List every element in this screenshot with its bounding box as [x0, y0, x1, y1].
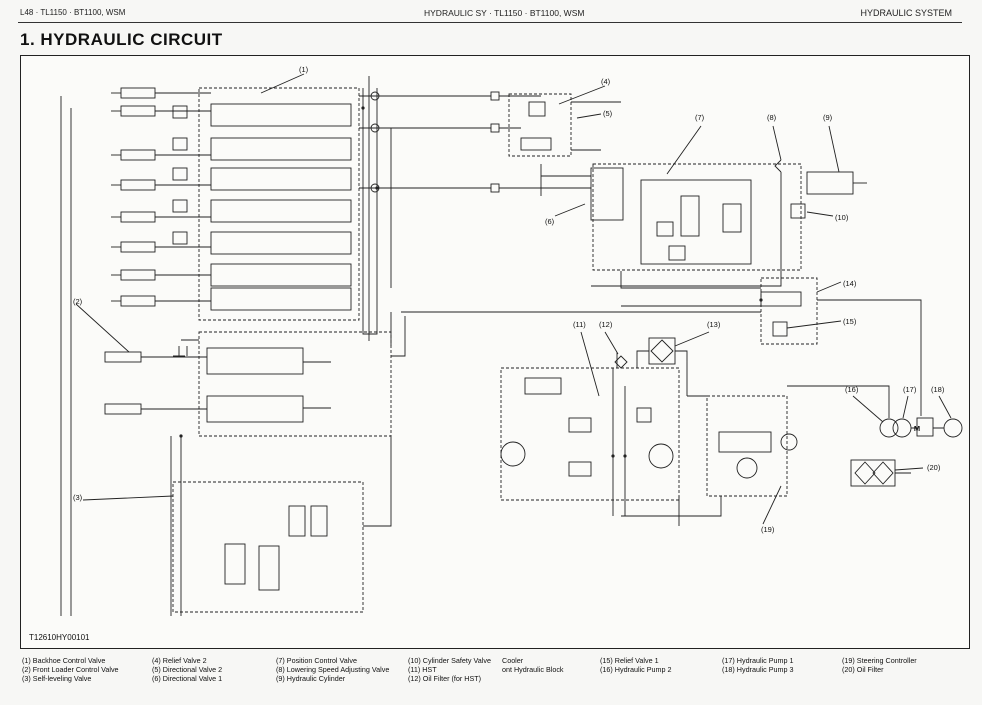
- legend-column-7: (17) Hydraulic Pump 1 (18) Hydraulic Pum…: [722, 656, 794, 674]
- legend-column-1: (1) Backhoe Control Valve (2) Front Load…: [22, 656, 119, 684]
- legend-item: (12) Oil Filter (for HST): [408, 674, 482, 684]
- legend-column-8: (19) Steering Controller (20) Oil Filter: [842, 656, 917, 674]
- section-title: 1. HYDRAULIC CIRCUIT: [20, 30, 223, 49]
- oil-cooler: [648, 337, 676, 365]
- relief-valve-1: [772, 321, 788, 337]
- legend-item: (17) Hydraulic Pump 1: [722, 656, 794, 665]
- steering-controller: [706, 395, 788, 497]
- legend-item: Cooler: [502, 656, 524, 665]
- legend-item: (2) Front Loader Control Valve: [22, 665, 119, 675]
- header-rule: [18, 22, 962, 23]
- circuit-svg: M (1) (2) (3) (4) (5) (6) (7) (8) (9) (1…: [29, 65, 963, 642]
- front-loader-control-valve-block: [198, 331, 392, 437]
- legend-item: (10) Cylinder Safety Valve: [408, 656, 491, 665]
- legend-item: (16) Hydraulic Pump 2: [600, 665, 672, 675]
- callout-8: (8): [767, 113, 777, 122]
- pump-group: [879, 417, 963, 438]
- legend-item: (11) HST: [408, 665, 437, 675]
- legend-column-4: (10) Cylinder Safety Valve (11) HST (12)…: [408, 656, 491, 684]
- legend-item: (5) Directional Valve 2: [152, 665, 223, 675]
- header-left: L48 · TL1150 · BT1100, WSM: [20, 8, 126, 17]
- motor-label: M: [914, 424, 920, 433]
- legend-item: (8) Lowering Speed Adjusting Valve: [276, 665, 390, 675]
- legend-item: (18) Hydraulic Pump 3: [722, 665, 794, 675]
- directional-valve-2-block: [508, 93, 572, 157]
- legend-column-6: (15) Relief Valve 1 (16) Hydraulic Pump …: [600, 656, 672, 674]
- hydraulic-circuit-diagram: M (1) (2) (3) (4) (5) (6) (7) (8) (9) (1…: [20, 55, 970, 649]
- header-right: HYDRAULIC SYSTEM: [860, 8, 952, 18]
- directional-valve-1: [590, 167, 624, 221]
- callout-3: (3): [73, 493, 83, 502]
- backhoe-valve-sections: [210, 103, 352, 311]
- legend-item: (15) Relief Valve 1: [600, 656, 659, 665]
- callout-19: (19): [761, 525, 775, 534]
- callout-7: (7): [695, 113, 705, 122]
- legend-item: (6) Directional Valve 1: [152, 674, 223, 684]
- self-leveling-valve-block: [172, 481, 364, 613]
- backhoe-control-valve-block: [198, 87, 360, 321]
- legend-item: (9) Hydraulic Cylinder: [276, 674, 346, 684]
- callout-17: (17): [903, 385, 917, 394]
- legend-column-2: (4) Relief Valve 2 (5) Directional Valve…: [152, 656, 222, 684]
- callout-11: (11): [573, 320, 586, 329]
- callout-14: (14): [843, 279, 857, 288]
- hst-motor-symbol: [648, 443, 674, 469]
- callout-1: (1): [299, 65, 309, 74]
- hst-block: [500, 367, 680, 501]
- cylinder-safety-valve: [790, 203, 806, 219]
- callout-6: (6): [545, 217, 555, 226]
- callout-9: (9): [823, 113, 833, 122]
- callout-18: (18): [931, 385, 945, 394]
- hst-pump-symbol: [500, 441, 526, 467]
- relief-valve-2: [528, 101, 546, 117]
- header-center: HYDRAULIC SY · TL1150 · BT1100, WSM: [424, 8, 585, 18]
- legend-item: ont Hydraulic Block: [502, 665, 564, 675]
- legend-item: (19) Steering Controller: [842, 656, 917, 665]
- backhoe-cylinders: [111, 87, 156, 307]
- legend-item: (1) Backhoe Control Valve: [22, 656, 106, 665]
- legend-item: (7) Position Control Valve: [276, 656, 357, 665]
- callout-5: (5): [603, 109, 613, 118]
- port-relief-boxes: [172, 105, 188, 245]
- legend: (1) Backhoe Control Valve (2) Front Load…: [0, 656, 982, 696]
- callout-4: (4): [601, 77, 611, 86]
- callout-16: (16): [845, 385, 859, 394]
- figure-code: T12610HY00101: [29, 633, 90, 642]
- legend-item: (3) Self-leveling Valve: [22, 674, 92, 684]
- callout-12: (12): [599, 320, 613, 329]
- callout-13: (13): [707, 320, 721, 329]
- front-hydraulic-block: [760, 277, 818, 345]
- hydraulic-cylinder: [806, 171, 854, 195]
- callout-2: (2): [73, 297, 83, 306]
- callout-15: (15): [843, 317, 857, 326]
- position-control-valve-block: [592, 163, 802, 271]
- callout-20: (20): [927, 463, 941, 472]
- legend-item: (4) Relief Valve 2: [152, 656, 207, 665]
- callout-10: (10): [835, 213, 849, 222]
- legend-column-3: (7) Position Control Valve (8) Lowering …: [276, 656, 389, 684]
- legend-column-5: Cooler ont Hydraulic Block: [502, 656, 564, 674]
- legend-item: (20) Oil Filter: [842, 665, 884, 675]
- directional-valve-2: [520, 137, 552, 151]
